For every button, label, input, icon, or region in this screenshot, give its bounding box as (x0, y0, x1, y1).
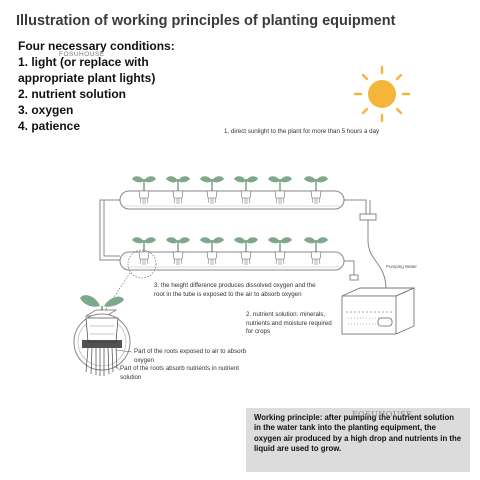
page-title: Illustration of working principles of pl… (16, 13, 396, 29)
condition-oxygen: 3. oxygen (18, 103, 74, 117)
sunlight-note: 1. direct sunlight to the plant for more… (224, 128, 380, 135)
condition-light-cont: appropriate plant lights) (18, 71, 156, 85)
working-principle-box: Working principle: after pumping the nut… (246, 408, 470, 472)
conditions-heading: Four necessary conditions: (18, 39, 175, 53)
pipe-lower (119, 251, 345, 271)
condition-light: 1. light (or replace with (18, 55, 149, 69)
conditions-list: Four necessary conditions: 1. light (or … (18, 38, 175, 134)
pipe-upper (119, 190, 345, 210)
watermark: FOSUHOUSE (59, 51, 105, 58)
sun-icon (353, 65, 411, 123)
plant-cup-icon (73, 295, 133, 376)
height-difference-note: 3. the height difference produces dissol… (154, 282, 316, 298)
pump-label: Pumping Water (386, 264, 417, 269)
roots-nutrients-note: Part of the roots absorb nutrients in nu… (120, 365, 240, 381)
condition-nutrient: 2. nutrient solution (18, 87, 126, 101)
roots-air-note: Part of the roots exposed to air to abso… (134, 348, 247, 364)
water-tank-icon (341, 287, 415, 335)
pump-icon (377, 317, 393, 327)
watermark-box: FOSUHOUSE (352, 410, 413, 419)
condition-patience: 4. patience (18, 119, 81, 133)
nutrient-solution-note: 2. nutrient solution: minerals, nutrient… (246, 311, 332, 336)
highlight-circle (127, 249, 157, 279)
